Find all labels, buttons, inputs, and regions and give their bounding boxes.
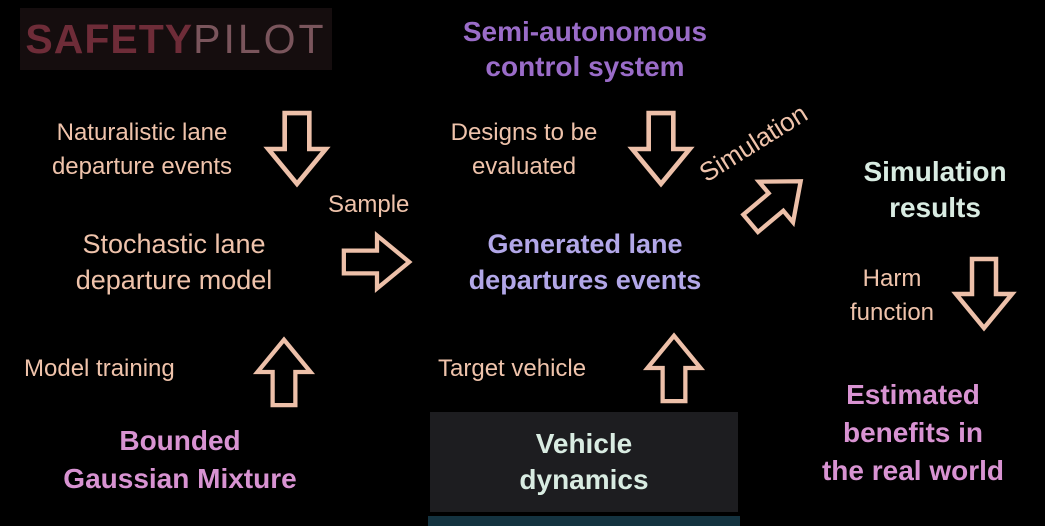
target-vehicle-label: Target vehicle [438, 355, 587, 382]
model-training-label: Model training [24, 355, 175, 382]
harm-function-label: Harm function [849, 265, 935, 326]
designs-evaluated-label: Designs to be evaluated [450, 119, 598, 180]
logo-pilot-text: PILOT [193, 15, 327, 62]
sample-label: Sample [328, 191, 410, 218]
diagonal-arrow-icon [740, 179, 804, 236]
down-arrow-icon [951, 256, 1017, 332]
vehicle-dynamics-box: Vehicle dynamics [430, 412, 738, 512]
naturalistic-events-label: Naturalistic lane departure events [51, 119, 233, 180]
down-arrow-icon [627, 110, 695, 188]
up-arrow-icon [642, 332, 706, 404]
stochastic-model-label: Stochastic lane departure model [75, 229, 273, 296]
generated-events-label: Generated lane departures events [468, 229, 702, 296]
logo-safety-text: SAFETY [25, 15, 194, 62]
right-arrow-icon [341, 230, 413, 294]
bounded-gaussian-label: Bounded Gaussian Mixture [63, 425, 297, 494]
estimated-benefits-label: Estimated benefits in the real world [821, 379, 1005, 486]
bottom-teal-strip [428, 516, 740, 526]
down-arrow-icon [263, 110, 331, 188]
simulation-results-label: Simulation results [863, 156, 1007, 224]
control-system-title: Semi-autonomous control system [462, 16, 708, 82]
up-arrow-icon [252, 336, 316, 408]
vehicle-dynamics-label: Vehicle dynamics [519, 427, 649, 495]
